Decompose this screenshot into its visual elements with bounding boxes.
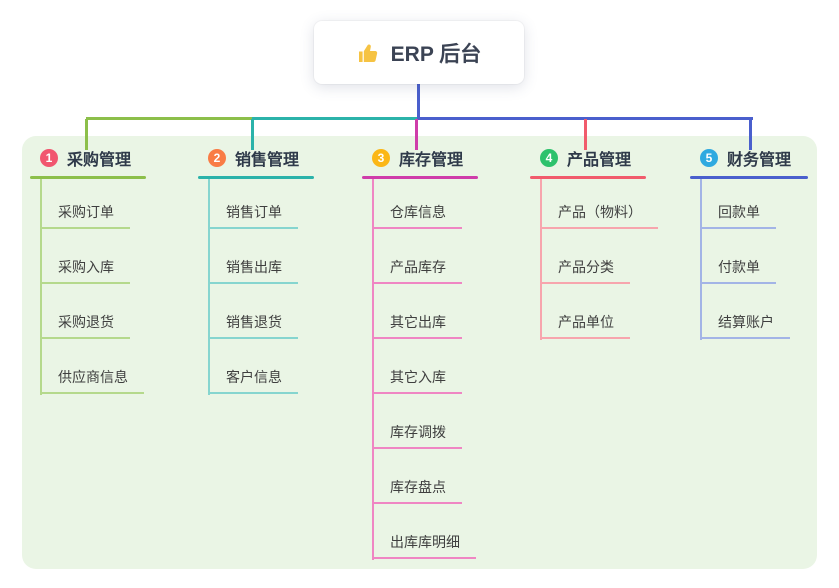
branch-underline-5 (690, 176, 808, 179)
branch-badge-1: 1 (40, 149, 58, 167)
branch-child-line-5 (700, 179, 702, 340)
connector-root-line (417, 84, 420, 118)
child-node-label[interactable]: 付款单 (700, 257, 776, 284)
connector-horizontal-segment-3 (417, 117, 753, 120)
child-node-label[interactable]: 客户信息 (208, 367, 298, 394)
root-node[interactable]: ERP 后台 (314, 21, 524, 84)
branch-badge-3: 3 (372, 149, 390, 167)
background-panel (22, 136, 817, 569)
child-node-label[interactable]: 结算账户 (700, 312, 790, 339)
connector-drop-4 (584, 119, 587, 150)
child-node[interactable]: 销售订单 (208, 199, 298, 229)
child-node-label[interactable]: 产品（物料） (540, 202, 658, 229)
child-node-label[interactable]: 其它出库 (372, 312, 462, 339)
child-node-label[interactable]: 供应商信息 (40, 367, 144, 394)
child-node[interactable]: 结算账户 (700, 309, 790, 339)
branch-child-line-4 (540, 179, 542, 340)
child-node-label[interactable]: 出库库明细 (372, 532, 476, 559)
child-node-label[interactable]: 库存盘点 (372, 477, 462, 504)
branch-underline-2 (198, 176, 314, 179)
branch-underline-1 (30, 176, 146, 179)
branch-label: 库存管理 (399, 152, 464, 169)
branch-label: 销售管理 (235, 152, 300, 169)
child-node[interactable]: 出库库明细 (372, 529, 476, 559)
branch-label: 财务管理 (727, 152, 792, 169)
child-node[interactable]: 采购入库 (40, 254, 130, 284)
child-node[interactable]: 采购退货 (40, 309, 130, 339)
child-node[interactable]: 产品库存 (372, 254, 462, 284)
branch-underline-3 (362, 176, 478, 179)
child-node-label[interactable]: 销售退货 (208, 312, 298, 339)
branch-underline-4 (530, 176, 646, 179)
root-label: ERP 后台 (390, 42, 482, 66)
child-node[interactable]: 销售出库 (208, 254, 298, 284)
child-node[interactable]: 库存调拨 (372, 419, 462, 449)
child-node[interactable]: 回款单 (700, 199, 776, 229)
connector-horizontal-segment-1 (86, 117, 253, 120)
child-node[interactable]: 付款单 (700, 254, 776, 284)
branch-child-line-3 (372, 179, 374, 560)
child-node-label[interactable]: 库存调拨 (372, 422, 462, 449)
child-node-label[interactable]: 采购退货 (40, 312, 130, 339)
branch-title-5[interactable]: 5 财务管理 (700, 147, 791, 169)
thumbs-up-icon (358, 44, 377, 62)
child-node-label[interactable]: 采购入库 (40, 257, 130, 284)
branch-label: 采购管理 (67, 152, 132, 169)
connector-drop-5 (749, 119, 752, 150)
branch-badge-5: 5 (700, 149, 718, 167)
branch-label: 产品管理 (567, 152, 632, 169)
child-node-label[interactable]: 采购订单 (40, 202, 130, 229)
child-node[interactable]: 产品（物料） (540, 199, 658, 229)
connector-drop-2 (251, 119, 254, 150)
child-node-label[interactable]: 销售订单 (208, 202, 298, 229)
branch-child-line-2 (208, 179, 210, 395)
child-node[interactable]: 供应商信息 (40, 364, 144, 394)
child-node[interactable]: 产品分类 (540, 254, 630, 284)
branch-title-3[interactable]: 3 库存管理 (372, 147, 463, 169)
child-node[interactable]: 产品单位 (540, 309, 630, 339)
connector-horizontal-segment-2 (252, 117, 419, 120)
branch-title-4[interactable]: 4 产品管理 (540, 147, 631, 169)
child-node[interactable]: 销售退货 (208, 309, 298, 339)
branch-title-2[interactable]: 2 销售管理 (208, 147, 299, 169)
child-node[interactable]: 仓库信息 (372, 199, 462, 229)
child-node-label[interactable]: 产品分类 (540, 257, 630, 284)
child-node-label[interactable]: 产品库存 (372, 257, 462, 284)
branch-child-line-1 (40, 179, 42, 395)
child-node[interactable]: 采购订单 (40, 199, 130, 229)
connector-drop-1 (85, 119, 88, 150)
child-node[interactable]: 其它入库 (372, 364, 462, 394)
connector-drop-3 (415, 119, 418, 150)
child-node[interactable]: 库存盘点 (372, 474, 462, 504)
child-node-label[interactable]: 仓库信息 (372, 202, 462, 229)
child-node[interactable]: 其它出库 (372, 309, 462, 339)
child-node-label[interactable]: 销售出库 (208, 257, 298, 284)
child-node-label[interactable]: 其它入库 (372, 367, 462, 394)
branch-title-1[interactable]: 1 采购管理 (40, 147, 131, 169)
child-node-label[interactable]: 产品单位 (540, 312, 630, 339)
branch-badge-4: 4 (540, 149, 558, 167)
branch-badge-2: 2 (208, 149, 226, 167)
child-node[interactable]: 客户信息 (208, 364, 298, 394)
child-node-label[interactable]: 回款单 (700, 202, 776, 229)
